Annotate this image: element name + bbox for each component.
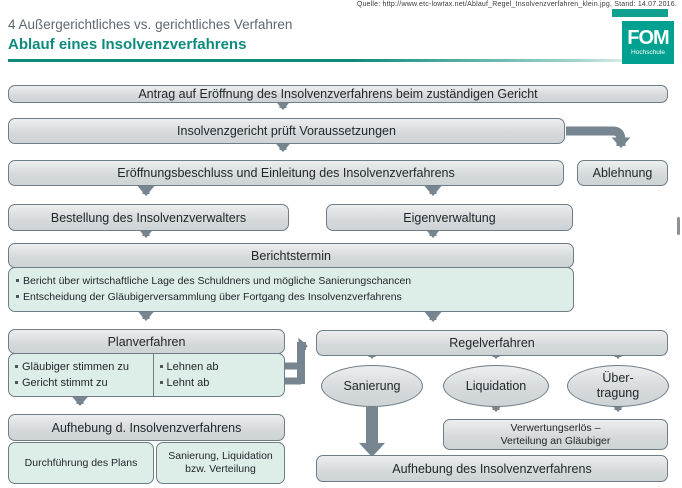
oval-uebertragung-line1: Über- bbox=[602, 371, 634, 385]
berichtstermin-bullet-1-text: Bericht über wirtschaftliche Lage des Sc… bbox=[23, 275, 412, 287]
page-title: Ablauf eines Insolvenzverfahrens bbox=[8, 36, 247, 53]
box-bestellung: Bestellung des Insolvenzverwalters bbox=[8, 204, 289, 231]
oval-liquidation: Liquidation bbox=[443, 365, 549, 407]
box-ablehnung-label: Ablehnung bbox=[592, 166, 653, 180]
oval-liquidation-label: Liquidation bbox=[465, 379, 527, 393]
box-pruefung: Insolvenzgericht prüft Voraussetzungen bbox=[8, 118, 565, 144]
title-divider bbox=[8, 59, 636, 62]
cell-sanierung-liquidation-line2: bzw. Verteilung bbox=[185, 463, 256, 475]
box-eroeffnung: Eröffnungsbeschluss und Einleitung des I… bbox=[8, 160, 564, 186]
box-aufhebung-plan-label: Aufhebung d. Insolvenzverfahrens bbox=[51, 420, 242, 435]
bullet-square-icon bbox=[159, 381, 163, 384]
fom-logo-subtext: Hochschule bbox=[631, 49, 665, 56]
oval-uebertragung-line2: tragung bbox=[596, 386, 640, 400]
box-aufhebung-plan-header: Aufhebung d. Insolvenzverfahrens bbox=[8, 414, 285, 441]
berichtstermin-bullet-2: Entscheidung der Gläubigerversammlung üb… bbox=[16, 289, 567, 305]
box-berichtstermin-header: Berichtstermin bbox=[8, 243, 574, 268]
box-regelverfahren: Regelverfahren bbox=[316, 330, 668, 356]
box-berichtstermin-label: Berichtstermin bbox=[251, 248, 331, 263]
scrollbar-artifact bbox=[677, 217, 680, 235]
box-eroeffnung-label: Eröffnungsbeschluss und Einleitung des I… bbox=[117, 166, 455, 180]
cell-sanierung-liquidation-line1: Sanierung, Liquidation bbox=[168, 450, 273, 462]
plan-reject-bullet-2: Lehnt ab bbox=[159, 375, 283, 391]
box-antrag-label: Antrag auf Eröffnung des Insolvenzverfah… bbox=[138, 87, 538, 101]
chapter-title: 4 Außergerichtliches vs. gerichtliches V… bbox=[8, 17, 293, 32]
box-berichtstermin-body: Bericht über wirtschaftliche Lage des Sc… bbox=[8, 267, 574, 312]
box-verwertung: Verwertungserlös – Verteilung an Gläubig… bbox=[443, 419, 668, 450]
box-planverfahren-header: Planverfahren bbox=[8, 329, 285, 354]
plan-reject-bullet-2-text: Lehnt ab bbox=[166, 377, 210, 389]
plan-accept-bullet-1-text: Gläubiger stimmen zu bbox=[22, 361, 129, 373]
oval-uebertragung: Über- tragung bbox=[567, 365, 669, 407]
box-verwertung-line1: Verwertungserlös – bbox=[510, 421, 601, 434]
box-ablehnung: Ablehnung bbox=[577, 160, 668, 186]
stand-highlight-bar bbox=[612, 9, 668, 17]
box-pruefung-label: Insolvenzgericht prüft Voraussetzungen bbox=[177, 124, 396, 138]
planverfahren-accept-cell: Gläubiger stimmen zu Gericht stimmt zu bbox=[8, 353, 154, 397]
bullet-square-icon bbox=[16, 295, 19, 298]
box-planverfahren-label: Planverfahren bbox=[107, 334, 186, 349]
box-aufhebung-regel: Aufhebung des Insolvenzverfahrens bbox=[316, 455, 668, 482]
planverfahren-reject-cell: Lehnen ab Lehnt ab bbox=[152, 353, 285, 397]
box-regelverfahren-label: Regelverfahren bbox=[449, 336, 535, 350]
arrow-sanierung-aufhebung-thick bbox=[359, 407, 385, 457]
bullet-square-icon bbox=[15, 365, 18, 368]
plan-accept-bullet-1: Gläubiger stimmen zu bbox=[15, 359, 151, 375]
box-verwertung-line2: Verteilung an Gläubiger bbox=[500, 434, 611, 447]
box-antrag: Antrag auf Eröffnung des Insolvenzverfah… bbox=[8, 85, 668, 103]
connector-plan-regelverfahren bbox=[285, 337, 308, 385]
plan-reject-bullet-1-text: Lehnen ab bbox=[166, 361, 219, 373]
bullet-square-icon bbox=[159, 365, 163, 368]
cell-durchfuehrung-text: Durchführung des Plans bbox=[24, 456, 138, 469]
oval-sanierung: Sanierung bbox=[321, 365, 423, 407]
box-eigenverwaltung-label: Eigenverwaltung bbox=[403, 210, 496, 225]
cell-durchfuehrung: Durchführung des Plans bbox=[8, 442, 154, 484]
box-aufhebung-regel-label: Aufhebung des Insolvenzverfahrens bbox=[392, 461, 592, 476]
plan-reject-bullet-1: Lehnen ab bbox=[159, 359, 283, 375]
box-bestellung-label: Bestellung des Insolvenzverwalters bbox=[50, 210, 247, 225]
berichtstermin-bullet-1: Bericht über wirtschaftliche Lage des Sc… bbox=[16, 273, 567, 289]
berichtstermin-bullet-2-text: Entscheidung der Gläubigerversammlung üb… bbox=[23, 291, 402, 303]
fom-logo-text: FOM bbox=[627, 27, 669, 49]
bullet-square-icon bbox=[16, 279, 19, 282]
cell-sanierung-liquidation: Sanierung, Liquidation bzw. Verteilung bbox=[156, 442, 285, 484]
source-line: Quelle: http://www.etc-lowtax.net/Ablauf… bbox=[356, 1, 677, 8]
plan-accept-bullet-2: Gericht stimmt zu bbox=[15, 375, 151, 391]
connector-pruefung-ablehnung bbox=[566, 126, 631, 149]
fom-logo: FOM Hochschule bbox=[622, 21, 674, 64]
oval-sanierung-label: Sanierung bbox=[343, 379, 401, 393]
bullet-square-icon bbox=[15, 381, 18, 384]
box-eigenverwaltung: Eigenverwaltung bbox=[326, 204, 573, 231]
plan-accept-bullet-2-text: Gericht stimmt zu bbox=[22, 377, 108, 389]
